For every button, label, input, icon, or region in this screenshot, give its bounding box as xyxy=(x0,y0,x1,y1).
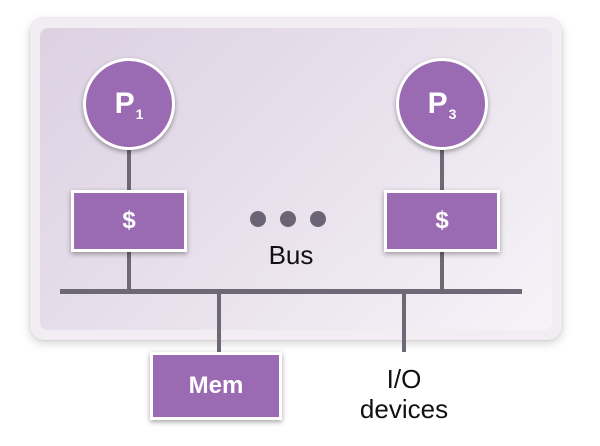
cache-3: $ xyxy=(384,190,500,252)
p1-cache-connector xyxy=(127,150,131,192)
cache-1: $ xyxy=(71,190,187,252)
p3-cache-connector xyxy=(440,150,444,192)
io-bus-connector xyxy=(402,292,406,352)
ellipsis-dot-2 xyxy=(280,211,296,227)
mem-bus-connector xyxy=(217,292,221,354)
io-label-line1: I/O xyxy=(386,364,422,394)
ellipsis-dot-3 xyxy=(310,211,326,227)
processor-p1-subscript: 1 xyxy=(135,106,144,122)
processor-p3-subscript: 3 xyxy=(448,106,457,122)
ellipsis-dot-1 xyxy=(250,211,266,227)
io-devices-label: I/O devices xyxy=(344,364,464,424)
bus-line xyxy=(60,289,522,294)
processor-p3-letter: P xyxy=(427,87,448,120)
cache-1-label: $ xyxy=(122,207,136,234)
cache3-bus-connector xyxy=(440,250,444,290)
cache1-bus-connector xyxy=(127,250,131,290)
bus-label: Bus xyxy=(268,240,314,270)
io-label-line2: devices xyxy=(359,394,449,424)
memory-label: Mem xyxy=(188,372,244,399)
memory-box: Mem xyxy=(150,352,282,420)
processor-p1-letter: P xyxy=(114,87,135,120)
cache-3-label: $ xyxy=(435,207,449,234)
